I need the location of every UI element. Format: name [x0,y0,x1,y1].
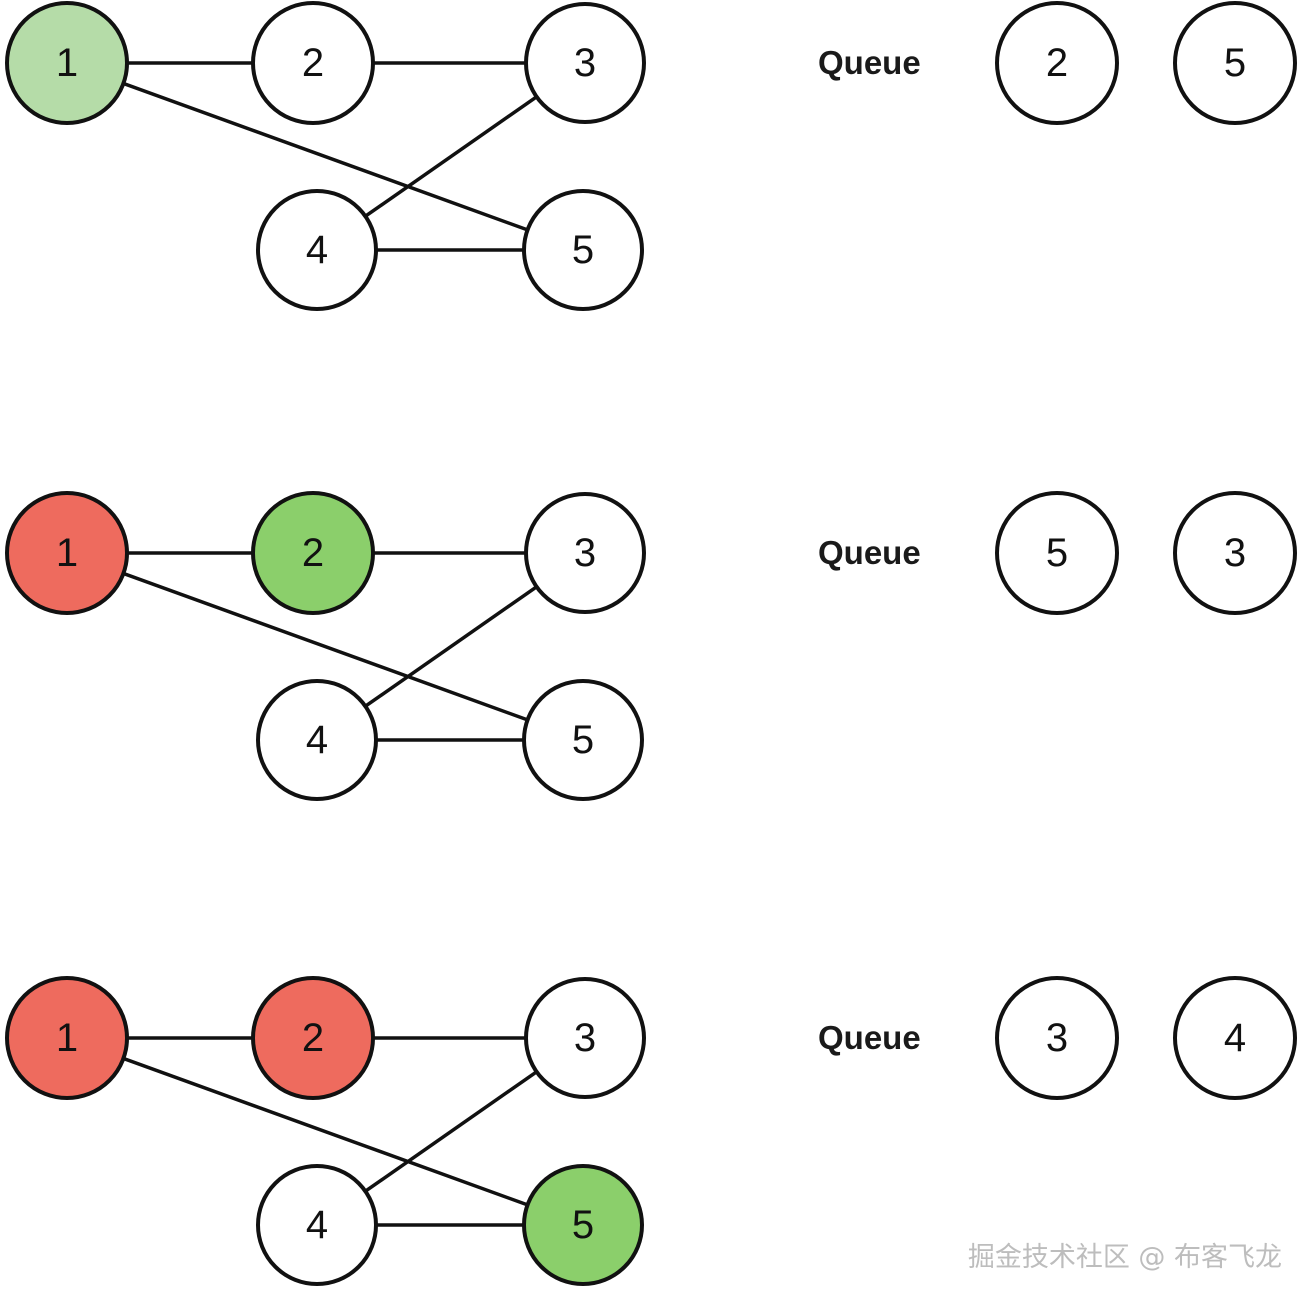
graph-edges [122,551,538,742]
graph-node-5[interactable]: 5 [522,1164,644,1286]
graph-node-label: 3 [573,1016,597,1060]
graph-node-label: 4 [305,228,329,272]
bfs-step-row: 1 2 3 4 5 Queue 5 3 [0,490,1300,820]
graph-panel: 1 2 3 4 5 [0,975,700,1305]
graph-node-5[interactable]: 5 [522,189,644,311]
graph-node-label: 1 [55,41,79,85]
queue-item[interactable]: 5 [995,491,1119,615]
graph-edge [364,95,538,218]
graph-panel: 1 2 3 4 5 [0,490,700,820]
graph-node-3[interactable]: 3 [524,977,646,1099]
graph-edge [122,571,529,722]
graph-node-2[interactable]: 2 [251,491,375,615]
graph-node-label: 1 [55,531,79,575]
graph-node-1[interactable]: 1 [5,1,129,125]
queue-item[interactable]: 5 [1173,1,1297,125]
queue-item-label: 5 [1223,41,1247,85]
graph-edge [122,81,529,232]
queue-item-label: 3 [1045,1016,1069,1060]
graph-node-2[interactable]: 2 [251,976,375,1100]
graph-edge [364,1070,538,1193]
graph-node-label: 3 [573,531,597,575]
graph-node-label: 5 [571,228,595,272]
graph-edge [364,585,538,708]
queue-item-label: 2 [1045,41,1069,85]
graph-node-label: 2 [301,1016,325,1060]
graph-node-label: 2 [301,531,325,575]
graph-node-label: 2 [301,41,325,85]
graph-node-label: 4 [305,718,329,762]
queue-item-label: 4 [1223,1016,1247,1060]
graph-node-3[interactable]: 3 [524,492,646,614]
queue-item-label: 5 [1045,531,1069,575]
graph-node-4[interactable]: 4 [256,189,378,311]
graph-node-label: 5 [571,1203,595,1247]
queue-panel: Queue 3 4 [700,975,1300,1305]
watermark-text: 掘金技术社区 @ 布客飞龙 [967,1242,1282,1273]
graph-node-4[interactable]: 4 [256,679,378,801]
graph-node-label: 3 [573,41,597,85]
graph-node-3[interactable]: 3 [524,2,646,124]
graph-panel: 1 2 3 4 5 [0,0,700,330]
graph-node-4[interactable]: 4 [256,1164,378,1286]
bfs-step-row: 1 2 3 4 5 Queue 3 4 [0,975,1300,1305]
queue-label: Queue [818,44,921,81]
graph-node-label: 1 [55,1016,79,1060]
queue-item[interactable]: 3 [1173,491,1297,615]
bfs-step-row: 1 2 3 4 5 Queue 2 5 [0,0,1300,330]
queue-item-label: 3 [1223,531,1247,575]
graph-node-1[interactable]: 1 [5,491,129,615]
graph-node-label: 5 [571,718,595,762]
graph-node-2[interactable]: 2 [251,1,375,125]
graph-edge [122,1056,529,1207]
queue-item[interactable]: 2 [995,1,1119,125]
queue-label: Queue [818,1019,921,1056]
queue-item[interactable]: 3 [995,976,1119,1100]
queue-panel: Queue 2 5 [700,0,1300,330]
graph-edges [122,1036,538,1227]
graph-edges [122,61,538,252]
queue-item[interactable]: 4 [1173,976,1297,1100]
queue-panel: Queue 5 3 [700,490,1300,820]
graph-node-1[interactable]: 1 [5,976,129,1100]
queue-label: Queue [818,534,921,571]
graph-node-label: 4 [305,1203,329,1247]
graph-node-5[interactable]: 5 [522,679,644,801]
